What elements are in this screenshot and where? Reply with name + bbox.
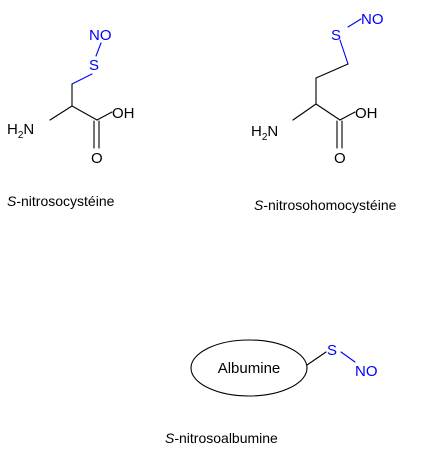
ch-cooh-bond [315,103,341,121]
sulfur-label: S [327,342,337,359]
nitroso-label: NO [89,27,112,44]
c-oh-bond [339,111,356,121]
albumin-label: Albumine [218,360,281,377]
s-nitrosoalbumin-structure: Albumine S NO S-nitrosoalbumine [165,339,378,446]
carbonyl-oxygen-label: O [91,150,103,167]
s-ch2-bond [339,39,349,65]
nitroso-label: NO [361,11,384,28]
s-nitrosoalbumin-caption: S-nitrosoalbumine [165,430,278,446]
amine-label: H2N [7,121,34,141]
albumin-ellipse [190,339,308,397]
n-s-bond [95,42,102,57]
carbonyl-oxygen-label: O [334,150,346,167]
sulfur-label: S [89,57,99,74]
ch-nh2-bond [292,103,317,121]
hydroxyl-label: OH [355,105,378,122]
s-nitrosohomocysteine-structure: S NO H2N OH O S-nitrosohomocystéine [251,11,397,213]
s-nitrosocysteine-caption: S-nitrosocystéine [7,193,115,209]
s-ch2-bond [71,73,93,85]
s-n-bond [340,351,356,363]
protein-s-bond [306,351,327,366]
s-nitrosocysteine-structure: NO S H2N OH O S-nitrosocystéine [7,27,135,209]
ch-nh2-bond [49,105,73,121]
c-oh-bond [96,111,113,121]
sulfur-label: S [331,27,341,44]
ch2-ch2-bond [315,63,349,79]
ch-cooh-bond [71,105,98,121]
nitroso-label: NO [355,363,378,380]
amine-label: H2N [251,123,278,143]
s-nitrosohomocysteine-caption: S-nitrosohomocystéine [254,197,397,213]
s-n-bond [347,18,362,28]
hydroxyl-label: OH [112,105,135,122]
